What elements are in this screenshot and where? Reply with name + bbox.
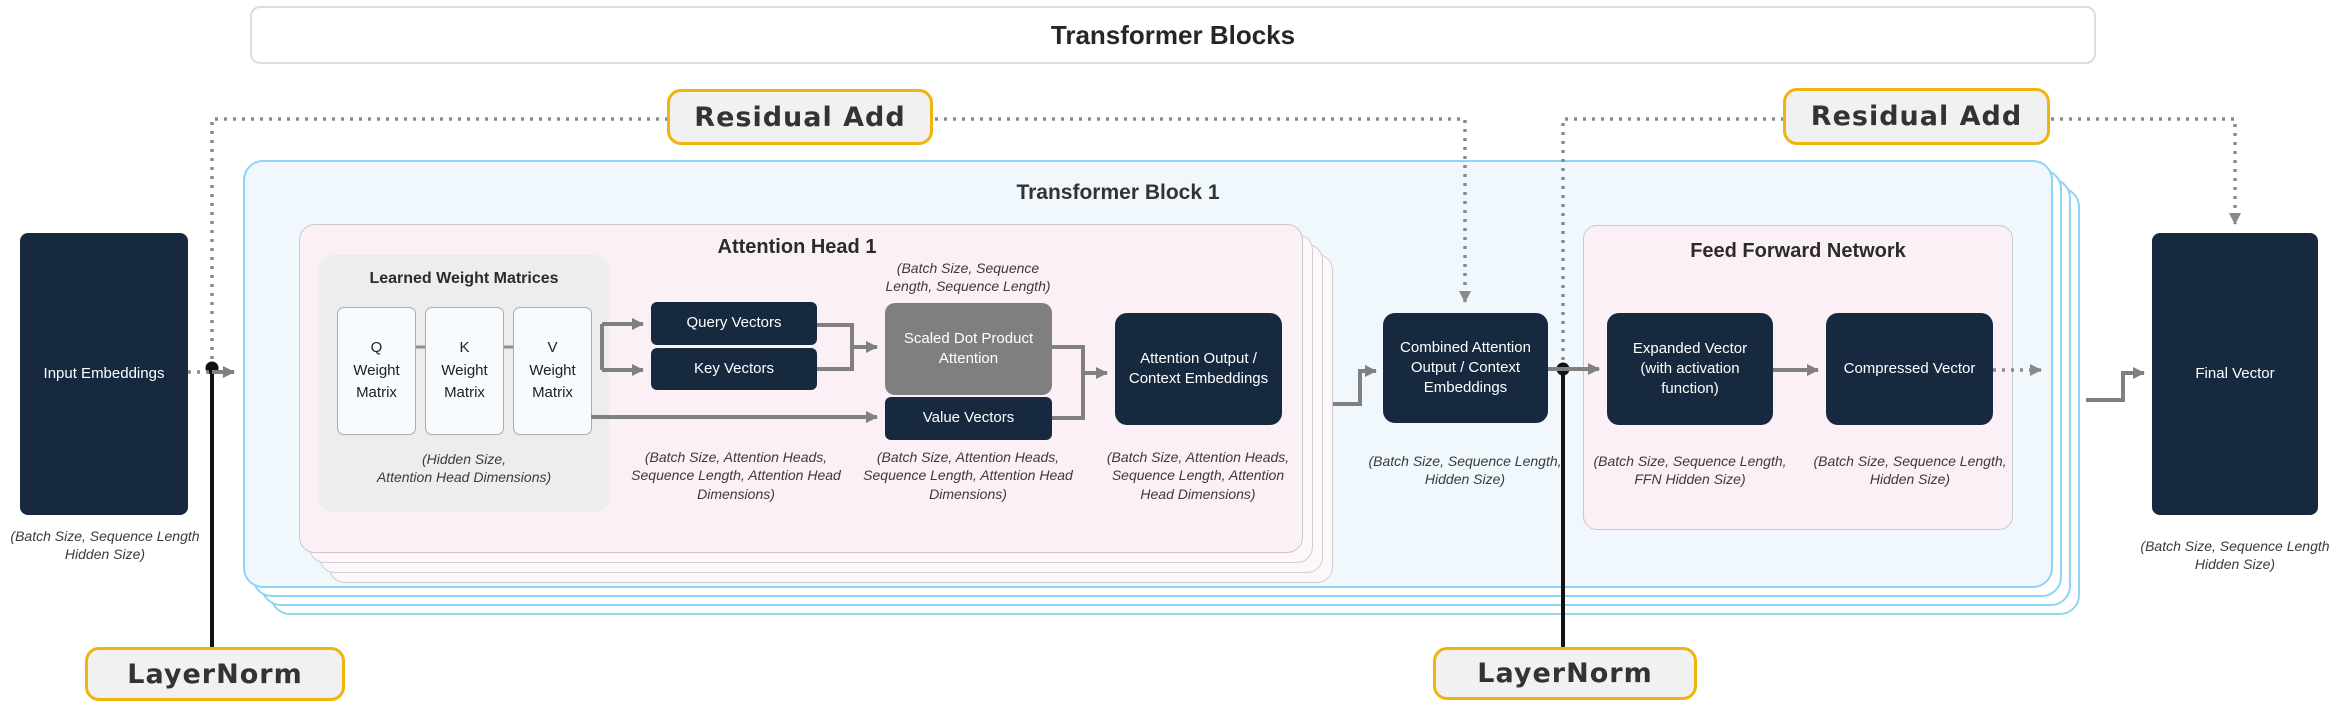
query-key-shape-caption: (Batch Size, Attention Heads, Sequence L… <box>631 449 841 502</box>
weight-matrices-shape-caption: (Hidden Size, Attention Head Dimensions) <box>376 451 552 486</box>
query-vectors-box: Query Vectors <box>651 302 817 345</box>
learned-weight-matrices-title: Learned Weight Matrices <box>369 270 559 287</box>
junction-dot-left <box>205 361 219 375</box>
transformer-block-title: Transformer Block 1 <box>1016 181 1220 204</box>
compressed-shape-caption: (Batch Size, Sequence Length, Hidden Siz… <box>1813 453 2007 488</box>
attention-output-box: Attention Output / Context Embeddings <box>1115 313 1282 425</box>
input-shape-caption: (Batch Size, Sequence Length Hidden Size… <box>10 528 200 563</box>
feed-forward-network-title: Feed Forward Network <box>1690 239 1906 262</box>
combined-shape-caption: (Batch Size, Sequence Length, Hidden Siz… <box>1368 453 1562 488</box>
attention-head-title: Attention Head 1 <box>717 235 877 258</box>
expanded-vector-box: Expanded Vector (with activation functio… <box>1607 313 1773 425</box>
value-vectors-box: Value Vectors <box>885 397 1052 440</box>
key-vectors-box: Key Vectors <box>651 348 817 390</box>
attention-output-shape-caption: (Batch Size, Attention Heads, Sequence L… <box>1106 449 1290 502</box>
diagram-title: Transformer Blocks <box>1050 19 1296 50</box>
sdpa-shape-caption: (Batch Size, Sequence Length, Sequence L… <box>885 260 1051 295</box>
residual-add-left-label: Residual Add <box>667 89 933 145</box>
v-weight-matrix: V Weight Matrix <box>513 307 592 435</box>
final-vector-box: Final Vector <box>2152 233 2318 515</box>
expanded-shape-caption: (Batch Size, Sequence Length, FFN Hidden… <box>1593 453 1787 488</box>
input-embeddings-box: Input Embeddings <box>20 233 188 515</box>
value-shape-caption: (Batch Size, Attention Heads, Sequence L… <box>863 449 1073 502</box>
scaled-dot-product-attention-box: Scaled Dot Product Attention <box>885 303 1052 395</box>
k-weight-matrix: K Weight Matrix <box>425 307 504 435</box>
layernorm-left-label: LayerNorm <box>85 647 345 701</box>
layernorm-right-label: LayerNorm <box>1433 647 1697 700</box>
residual-add-right-label: Residual Add <box>1783 88 2050 145</box>
combined-attention-output-box: Combined Attention Output / Context Embe… <box>1383 313 1548 423</box>
arrow-to-final <box>2086 367 2145 402</box>
compressed-vector-box: Compressed Vector <box>1826 313 1993 425</box>
q-weight-matrix: Q Weight Matrix <box>337 307 416 435</box>
final-shape-caption: (Batch Size, Sequence Length Hidden Size… <box>2140 538 2330 573</box>
diagram-title-box: Transformer Blocks <box>250 6 2096 64</box>
